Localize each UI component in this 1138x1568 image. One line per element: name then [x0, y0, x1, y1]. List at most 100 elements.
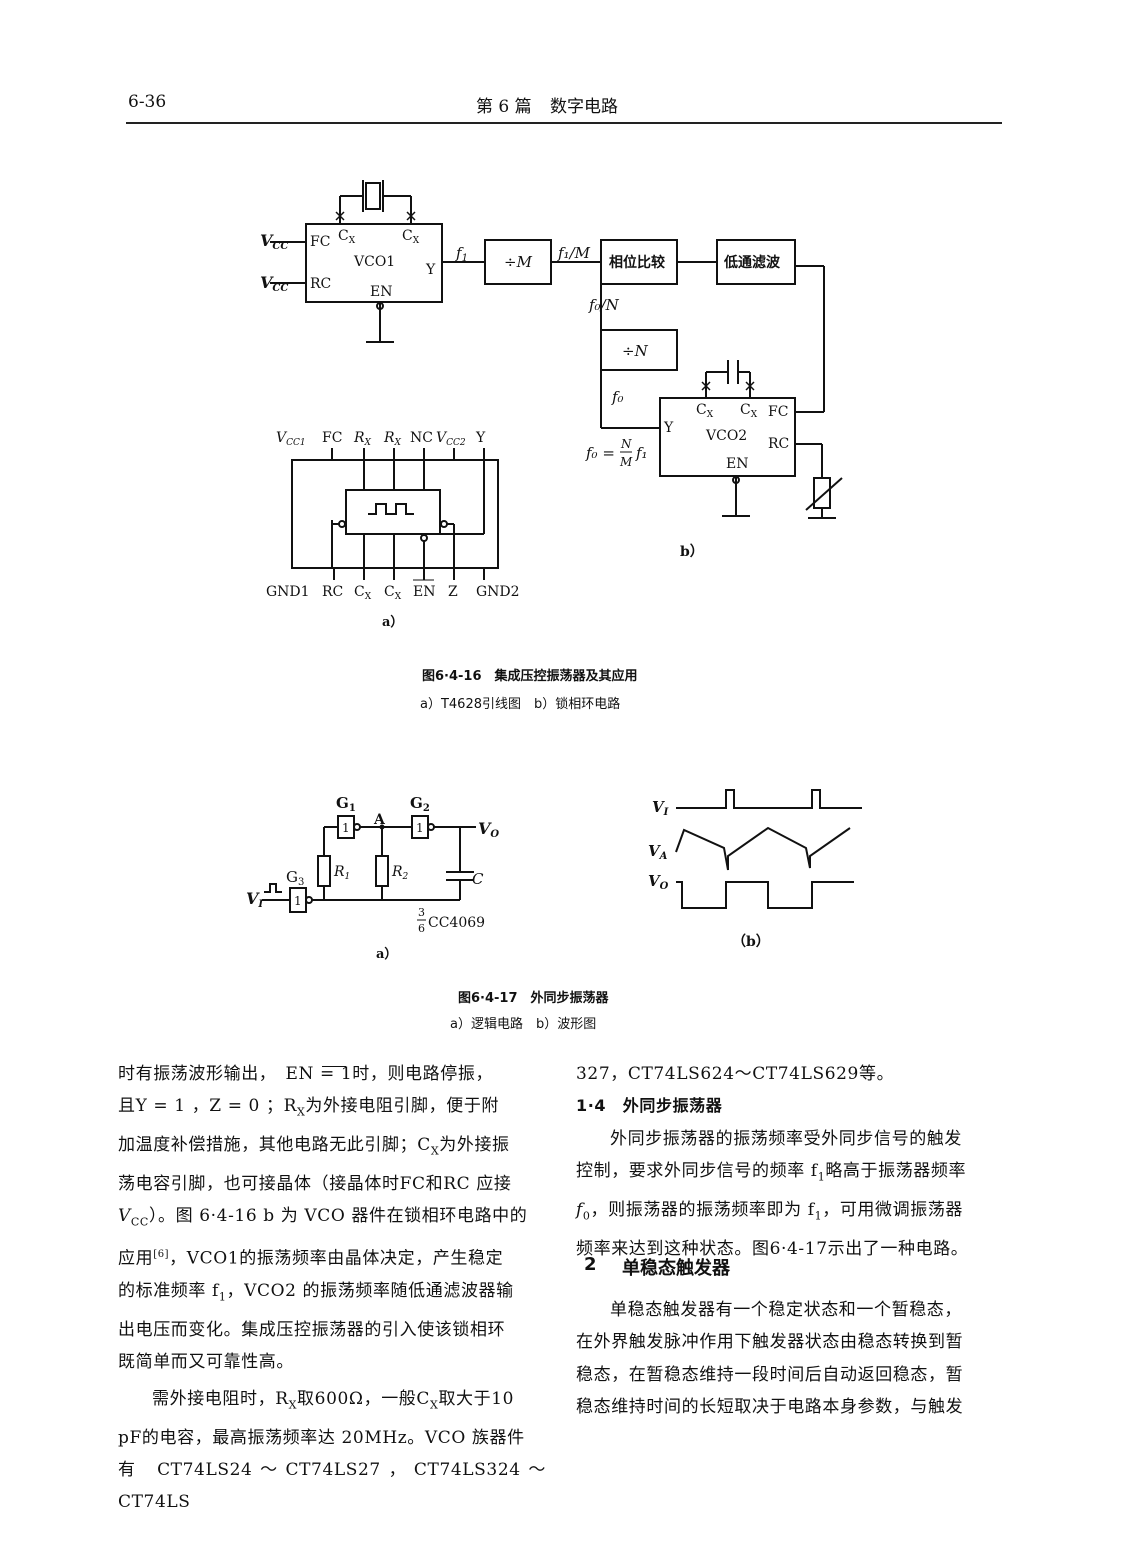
g1-label: G: [336, 794, 349, 812]
vco1-vcc2-label: V: [260, 273, 274, 292]
f0-label: f₀: [611, 388, 624, 406]
chip-fraction-num: 3: [418, 906, 425, 919]
figure-17-subcaption: a）逻辑电路 b）波形图: [450, 1016, 596, 1032]
f1-over-m-label: f₁/M: [557, 244, 591, 262]
right-line-3: 外同步振荡器的振荡频率受外同步信号的触发: [610, 1128, 962, 1149]
right-line-6: 频率来达到这种状态。图6·4-17示出了一种电路。: [576, 1238, 969, 1259]
g2-label: G: [410, 794, 423, 812]
chip-fraction-den: 6: [418, 922, 425, 935]
pin-bottom-6: Z: [448, 584, 458, 600]
svg-text:CX: CX: [740, 402, 758, 420]
svg-text:VA: VA: [648, 842, 668, 862]
svg-text:G1: G1: [336, 794, 356, 814]
en-overline: [322, 1066, 346, 1067]
vo-label: V: [478, 819, 492, 838]
g1-symbol: 1: [342, 821, 350, 835]
left-line-11: pF的电容，最高振荡频率达 20MHz。VCO 族器件: [118, 1427, 525, 1448]
left-line-10: 需外接电阻时，RX取600Ω，一般CX取大于10: [152, 1388, 515, 1412]
low-pass-box: [716, 239, 796, 285]
right-line-8: 在外界触发脉冲作用下触发器状态由稳态转换到暂: [576, 1332, 964, 1353]
left-column: 时有振荡波形输出， EN = 1时，则电路停振， 且Y = 1 ，Z = 0 ；…: [118, 1058, 546, 1519]
vco1-vcc-label: V: [260, 231, 274, 250]
svg-text:f1: f1: [455, 244, 468, 264]
right-line-7: 单稳态触发器有一个稳定状态和一个暂稳态，: [610, 1300, 962, 1320]
figure-16-subcaption: a）T4628引线图 b）锁相环电路: [420, 696, 620, 712]
vco1-cx1-label: C: [338, 228, 349, 244]
right-column: 327，CT74LS624～CT74LS629等。 1·4 外同步振荡器 外同步…: [576, 1058, 1006, 1265]
svg-text:CX: CX: [338, 228, 356, 246]
r1-label: R: [333, 864, 345, 880]
div-m-label: ÷M: [504, 253, 533, 271]
svg-text:CX: CX: [402, 228, 420, 246]
vco1-y-label: Y: [425, 262, 436, 278]
chapter-label: 第 6 篇: [476, 97, 532, 117]
left-line-4: 荡电容引脚，也可接晶体（接晶体时FC和RC 应接: [118, 1174, 512, 1194]
vco1-en-label: EN: [370, 284, 392, 300]
left-line-6: 应用[6]，VCO1的振荡频率由晶体决定，产生稳定: [118, 1248, 504, 1269]
g3-symbol: 1: [294, 894, 302, 908]
chip-name: CC4069: [428, 915, 485, 931]
figure-16a-label: a）: [382, 614, 403, 630]
figure-16b-label: b）: [680, 544, 704, 560]
vco2-y-label: Y: [663, 420, 674, 436]
right-line-5: f0，则振荡器的振荡频率即为 f1，可用微调振荡器: [576, 1200, 964, 1223]
t4628-inner: [345, 489, 441, 535]
vco2-cx2-label: C: [740, 402, 751, 418]
vco2-en-label: EN: [726, 456, 748, 472]
svg-text:CX: CX: [384, 584, 402, 602]
pin-bottom-4: C: [384, 584, 395, 600]
svg-text:VI: VI: [246, 889, 263, 910]
vi-waveform: [676, 789, 862, 809]
f1-label: f: [455, 244, 464, 262]
pin-top-4: R: [383, 430, 395, 446]
left-line-8: 出电压而变化。集成压控振荡器的引入使该锁相环: [118, 1320, 506, 1341]
pin-top-6: V: [436, 430, 448, 446]
svg-text:VI: VI: [652, 798, 669, 818]
pin-bottom-7: GND2: [476, 584, 520, 600]
svg-text:RX: RX: [353, 430, 372, 448]
g3-label: G: [286, 868, 298, 886]
right-line-10: 稳态维持时间的长短取决于电路本身参数，与触发: [576, 1397, 964, 1418]
vco1-fc-label: FC: [310, 234, 330, 250]
vco1-cx2-label: C: [402, 228, 413, 244]
phase-compare-label: 相位比较: [609, 254, 665, 271]
pin-bottom-3: C: [354, 584, 365, 600]
pin-top-7: Y: [475, 430, 486, 446]
svg-text:VCC2: VCC2: [436, 430, 466, 448]
crystal: [365, 182, 381, 210]
div-n-label: ÷N: [622, 342, 649, 360]
left-line-12: 有 CT74LS24～CT74LS27，CT74LS324～CT74LS: [118, 1460, 546, 1513]
section-2-title: 单稳态触发器: [622, 1258, 730, 1279]
capacitor-label: C: [472, 870, 484, 888]
svg-text:VCC: VCC: [260, 273, 288, 294]
header-rule: [126, 122, 1002, 124]
svg-text:VCC: VCC: [260, 231, 288, 252]
vco2-fc-label: FC: [768, 404, 788, 420]
vi-label: V: [246, 889, 260, 908]
svg-text:R1: R1: [333, 864, 350, 882]
f0-formula-num: N: [620, 437, 632, 451]
div-n-box: [600, 329, 678, 371]
node-a-label: A: [373, 812, 386, 828]
svg-text:RX: RX: [383, 430, 402, 448]
svg-text:CX: CX: [354, 584, 372, 602]
svg-text:G2: G2: [410, 794, 430, 814]
f0-formula-right: f₁: [635, 444, 648, 462]
vo-waveform: [676, 881, 854, 909]
chapter-title: 数字电路: [550, 97, 618, 117]
pin-top-2: FC: [322, 430, 342, 446]
low-pass-label: 低通滤波: [723, 254, 781, 271]
pin-top-5: NC: [410, 430, 433, 446]
svg-text:CX: CX: [696, 402, 714, 420]
pin-top-3: R: [353, 430, 365, 446]
pin-bottom-1: GND1: [266, 584, 310, 600]
left-line-9: 既简单而又可靠性高。: [118, 1352, 294, 1373]
svg-text:VCC1: VCC1: [276, 430, 306, 448]
right-line-9: 稳态，在暂稳态维持一段时间后自动返回稳态，暂: [576, 1364, 964, 1385]
left-line-1: 时有振荡波形输出， EN = 1时，则电路停振，: [118, 1064, 494, 1084]
g2-symbol: 1: [416, 821, 424, 835]
va-waveform: [675, 826, 851, 871]
trim-resistor: [813, 477, 831, 509]
f0-over-n-label: f₀/N: [588, 296, 620, 314]
